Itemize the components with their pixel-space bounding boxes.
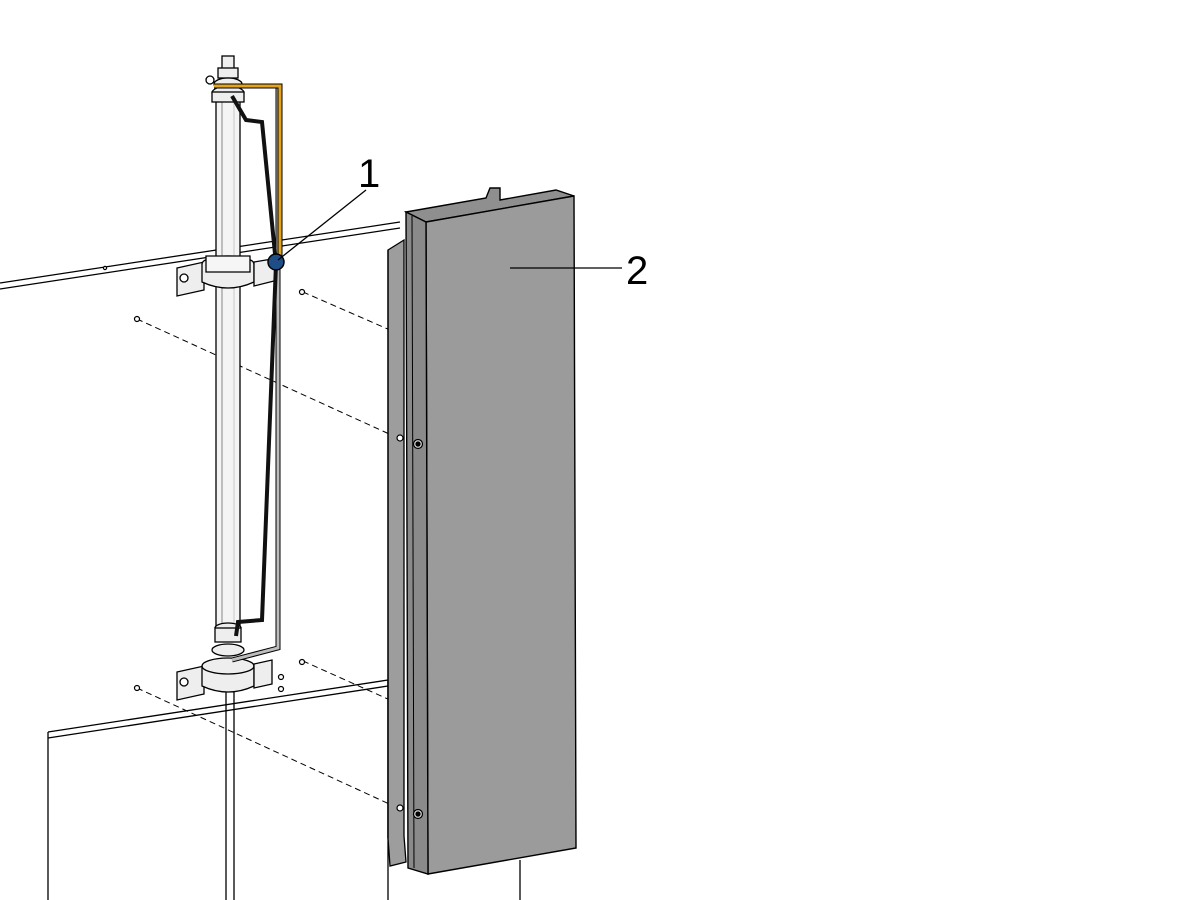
cover-flange (387, 238, 407, 867)
leader-line-1 (277, 189, 367, 261)
cover-screws (396, 434, 424, 820)
cover-panel (403, 187, 577, 875)
callout-1-label: 1 (358, 152, 380, 196)
leader-lines (277, 189, 622, 269)
pipe (215, 97, 241, 900)
upper-bracket (176, 255, 279, 297)
lower-bracket (176, 622, 273, 701)
callout-2-label: 2 (626, 249, 648, 293)
yellow-wire (214, 83, 283, 260)
wall-holes (102, 265, 306, 693)
ground-wire-frame (231, 88, 281, 663)
alignment-lines (136, 291, 399, 809)
pipe-top-fitting (205, 55, 245, 103)
